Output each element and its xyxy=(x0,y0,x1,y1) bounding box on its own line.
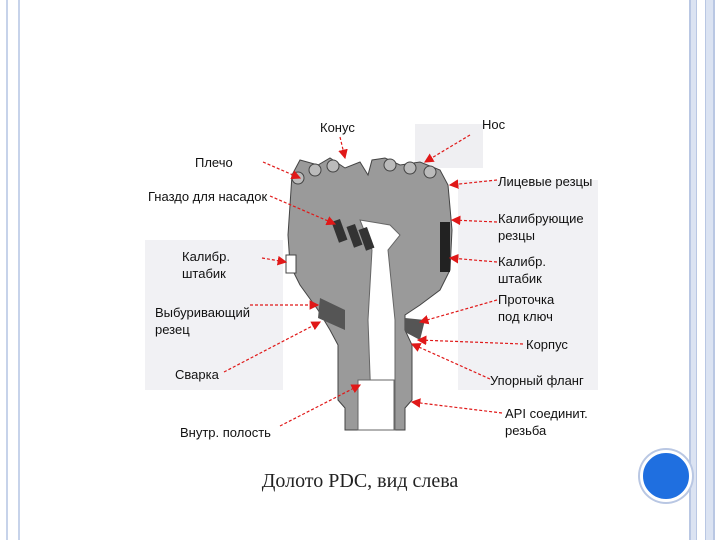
label-plecho: Плечо xyxy=(195,154,233,171)
slide-decoration-circle xyxy=(640,450,692,502)
label-kalibr-shtabik-right: Калибр. штабик xyxy=(498,253,546,287)
label-vyburivayushchiy: Выбуривающий резец xyxy=(155,304,250,338)
diagram-caption: Долото PDC, вид слева xyxy=(0,470,720,493)
label-upornyy: Упорный фланг xyxy=(490,372,584,389)
bit-body xyxy=(286,158,452,430)
label-korpus: Корпус xyxy=(526,336,568,353)
label-nos: Нос xyxy=(482,116,505,133)
label-protochka: Проточка под ключ xyxy=(498,291,554,325)
label-gnezdo: Гназдо для насадок xyxy=(148,188,267,205)
label-licevye: Лицевые резцы xyxy=(498,173,592,190)
label-vnutr: Внутр. полость xyxy=(180,424,271,441)
label-kalibr-shtabik-left: Калибр. штабик xyxy=(182,248,230,282)
label-svarka: Сварка xyxy=(175,366,219,383)
label-konus: Конус xyxy=(320,119,355,136)
label-kalibruyushchie: Калибрующие резцы xyxy=(498,210,584,244)
label-api: API соединит. резьба xyxy=(505,405,588,439)
